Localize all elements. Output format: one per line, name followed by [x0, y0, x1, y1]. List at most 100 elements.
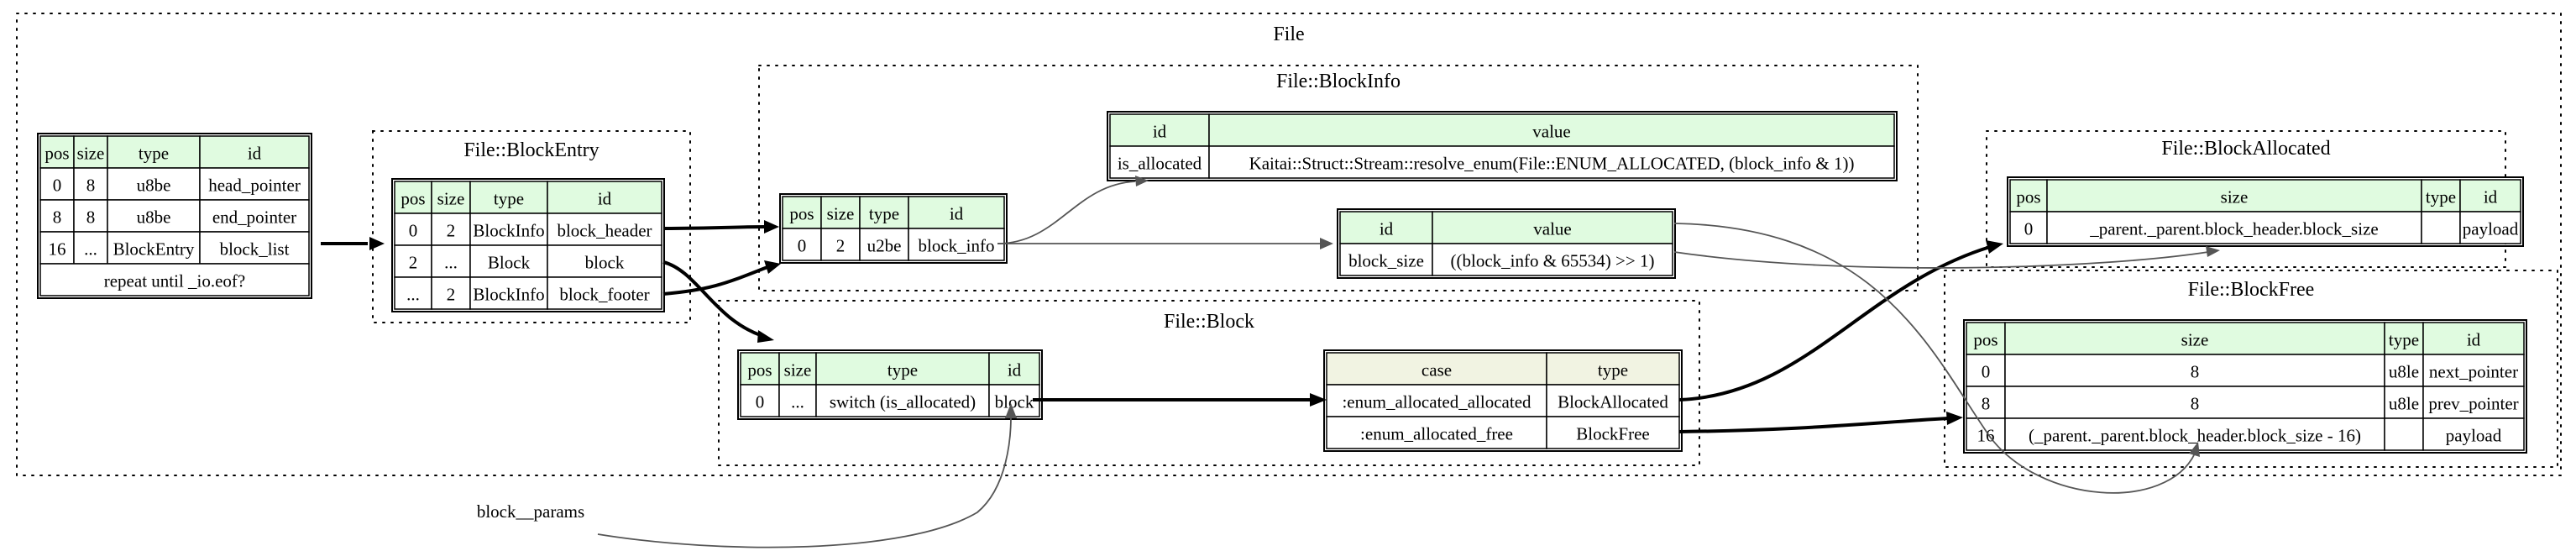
table-cell	[394, 244, 432, 278]
cell-text: BlockEntry	[113, 239, 195, 259]
header-text: pos	[401, 188, 425, 208]
block-params-label: block__params	[477, 501, 584, 522]
table-cell	[1339, 243, 1433, 276]
header-cell	[2459, 179, 2521, 213]
header-cell	[2046, 179, 2422, 213]
header-text: pos	[789, 203, 814, 223]
header-cell	[394, 181, 432, 214]
cell-text: :enum_allocated_allocated	[1342, 391, 1531, 412]
table-cell	[820, 228, 861, 261]
edge-block-size-to-allocated-size	[1673, 251, 2209, 269]
edge-block-header-to-block-info	[662, 225, 767, 230]
arrowhead	[1946, 412, 1963, 425]
cell-text: 8	[2191, 361, 2200, 381]
header-cell	[2009, 179, 2048, 213]
cell-text: prev_pointer	[2428, 393, 2518, 413]
header-cell	[199, 135, 310, 169]
table-cell	[1966, 354, 2006, 387]
cell-text: block	[585, 252, 625, 272]
cell-text: 16	[49, 239, 66, 259]
cell-text: 0	[756, 391, 765, 412]
arrowhead	[764, 260, 781, 274]
header-text: type	[2426, 186, 2456, 207]
header-text: pos	[45, 143, 69, 163]
table-cell	[1966, 417, 2006, 451]
header-cell	[2421, 179, 2461, 213]
cell-text: 0	[798, 235, 807, 255]
table-cell	[39, 199, 75, 233]
cell-text: 2	[836, 235, 846, 255]
cell-text: block	[995, 391, 1034, 412]
cluster-block-info	[758, 65, 1919, 291]
cell-text: 8	[1982, 393, 1991, 413]
cell-text: ...	[84, 239, 97, 259]
header-text: type	[2389, 329, 2419, 349]
header-cell	[1109, 113, 1210, 147]
header-text: size	[2221, 186, 2249, 207]
cell-text: u2be	[867, 235, 902, 255]
arrowhead	[1320, 238, 1333, 249]
table-border	[1337, 208, 1676, 279]
edge-block-to-block-cluster	[662, 260, 763, 338]
table-cell	[2421, 211, 2461, 244]
table-border	[779, 193, 1008, 264]
edge-case-allocated-to-block-allocated	[1678, 245, 1991, 401]
header-cell	[1966, 322, 2006, 355]
header-text: id	[2484, 186, 2498, 207]
table-cell	[1326, 416, 1547, 449]
cell-text: 0	[53, 175, 62, 195]
arrowhead	[1135, 176, 1149, 186]
table-cell	[1432, 243, 1673, 276]
cell-text: end_pointer	[212, 207, 296, 227]
cell-text: Block	[488, 252, 531, 272]
header-text: id	[1008, 359, 1022, 380]
header-text: pos	[2016, 186, 2040, 207]
header-cell	[782, 196, 822, 229]
header-text: id	[1153, 121, 1167, 141]
cell-text: head_pointer	[208, 175, 301, 195]
table-cell	[199, 231, 310, 265]
header-text: size	[2181, 329, 2209, 349]
table-cell	[859, 228, 909, 261]
cell-text: BlockInfo	[473, 220, 544, 240]
header-text: id	[950, 203, 964, 223]
cell-text: block_header	[557, 220, 652, 240]
cluster-block-entry-title: File::BlockEntry	[463, 139, 599, 161]
cell-text: ...	[406, 284, 420, 304]
table-cell	[199, 167, 310, 201]
table-cell	[1208, 145, 1895, 179]
table-cell	[394, 213, 432, 246]
cell-text: 2	[447, 284, 456, 304]
edge-block-info-to-is-allocated	[997, 181, 1136, 244]
cell-text: 2	[409, 252, 418, 272]
header-cell	[469, 181, 548, 214]
header-text: case	[1422, 359, 1452, 380]
header-text: value	[1533, 218, 1571, 239]
edges-layer	[321, 176, 2220, 548]
arrowhead	[2206, 246, 2220, 257]
table-border	[391, 178, 665, 312]
table-border	[1963, 319, 2527, 454]
header-cell	[815, 352, 990, 386]
arrowhead	[1005, 403, 1017, 418]
table-cell	[782, 228, 822, 261]
arrowhead	[757, 330, 774, 343]
cell-text: block_list	[220, 239, 290, 259]
edge-params-to-block	[597, 416, 1012, 548]
footer-text: repeat until _io.eof?	[104, 270, 246, 291]
arrowhead	[1310, 393, 1327, 407]
cell-text: next_pointer	[2429, 361, 2518, 381]
header-text: size	[827, 203, 855, 223]
table-cell	[1326, 384, 1547, 417]
cell-text: 2	[447, 220, 456, 240]
arrowhead	[1986, 240, 2003, 254]
